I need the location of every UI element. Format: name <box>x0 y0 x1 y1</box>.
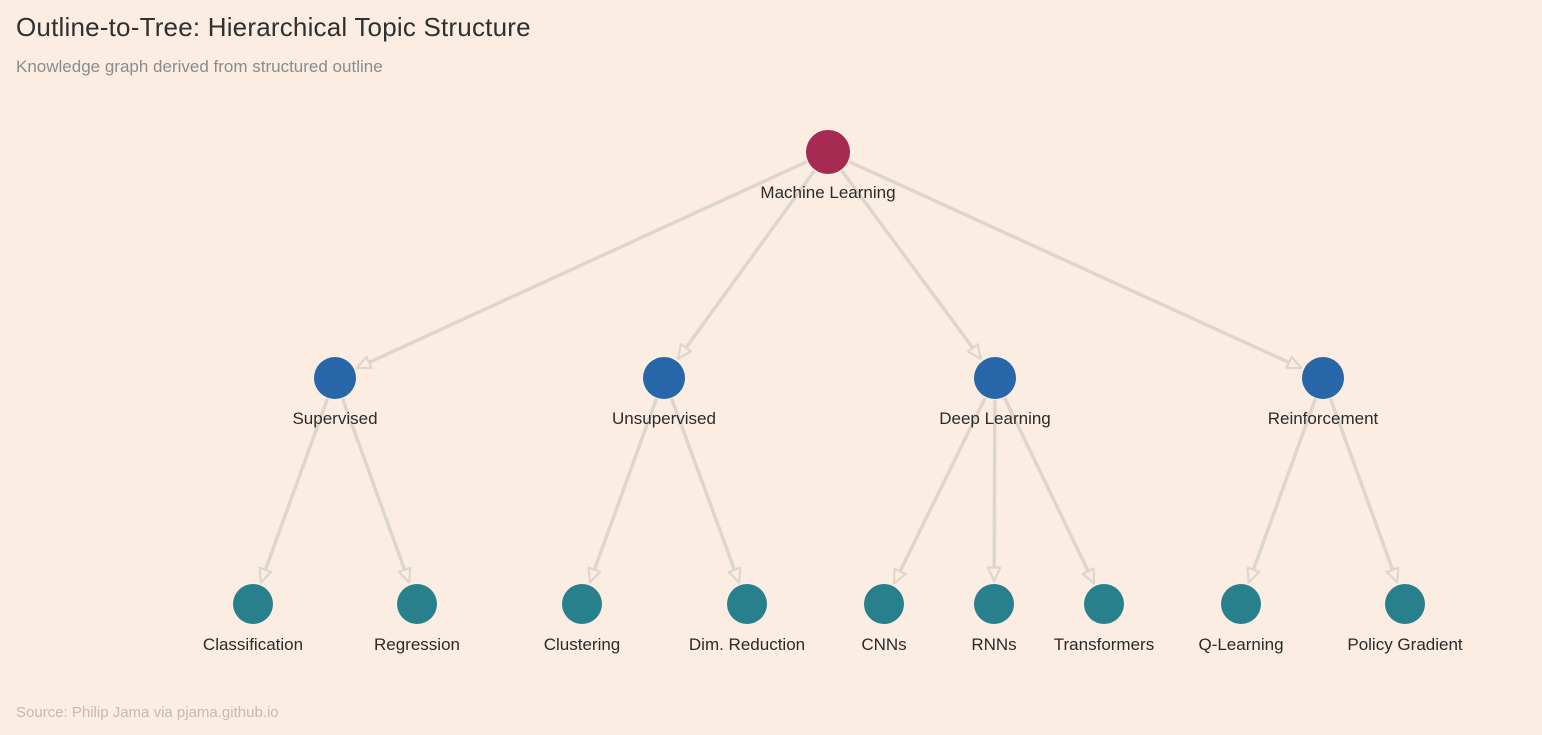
node-circle-regression <box>397 584 437 624</box>
node-label-transformers: Transformers <box>1054 635 1154 654</box>
node-label-classification: Classification <box>203 635 303 654</box>
node-label-cnns: CNNs <box>861 635 906 654</box>
node-circle-dim-reduction <box>727 584 767 624</box>
edge-reinforcement-q-learning <box>1246 398 1318 584</box>
edge-supervised-classification <box>258 398 330 584</box>
node-circle-ml <box>806 130 850 174</box>
node-label-reinforcement: Reinforcement <box>1268 409 1379 428</box>
node-label-supervised: Supervised <box>292 409 377 428</box>
source-note: Source: Philip Jama via pjama.github.io <box>16 704 279 721</box>
node-label-unsupervised: Unsupervised <box>612 409 716 428</box>
node-circle-policy-gradient <box>1385 584 1425 624</box>
node-circle-reinforcement <box>1302 357 1344 399</box>
node-label-regression: Regression <box>374 635 460 654</box>
edge-deep-learning-cnns <box>892 396 987 585</box>
node-circle-supervised <box>314 357 356 399</box>
edge-ml-supervised <box>355 159 808 370</box>
page-title: Outline-to-Tree: Hierarchical Topic Stru… <box>16 12 531 42</box>
edge-deep-learning-rnns <box>986 399 1002 583</box>
node-label-clustering: Clustering <box>544 635 621 654</box>
page-subtitle: Knowledge graph derived from structured … <box>16 57 383 76</box>
node-circle-cnns <box>864 584 904 624</box>
node-circle-clustering <box>562 584 602 624</box>
node-label-ml: Machine Learning <box>760 183 895 202</box>
node-circle-rnns <box>974 584 1014 624</box>
node-label-deep-learning: Deep Learning <box>939 409 1051 428</box>
edge-deep-learning-transformers <box>1002 397 1096 585</box>
node-label-q-learning: Q-Learning <box>1198 635 1283 654</box>
edge-ml-reinforcement <box>848 159 1303 370</box>
node-label-dim-reduction: Dim. Reduction <box>689 635 805 654</box>
node-circle-q-learning <box>1221 584 1261 624</box>
edge-supervised-regression <box>340 398 412 584</box>
edge-ml-unsupervised <box>676 169 816 360</box>
node-circle-classification <box>233 584 273 624</box>
node-label-policy-gradient: Policy Gradient <box>1347 635 1463 654</box>
node-label-rnns: RNNs <box>971 635 1016 654</box>
edge-ml-deep-learning <box>840 169 983 360</box>
node-circle-deep-learning <box>974 357 1016 399</box>
node-circle-transformers <box>1084 584 1124 624</box>
header: Outline-to-Tree: Hierarchical Topic Stru… <box>16 12 531 77</box>
edge-unsupervised-clustering <box>587 398 659 584</box>
edge-unsupervised-dim-reduction <box>669 398 742 584</box>
edge-reinforcement-policy-gradient <box>1328 398 1400 584</box>
node-circle-unsupervised <box>643 357 685 399</box>
